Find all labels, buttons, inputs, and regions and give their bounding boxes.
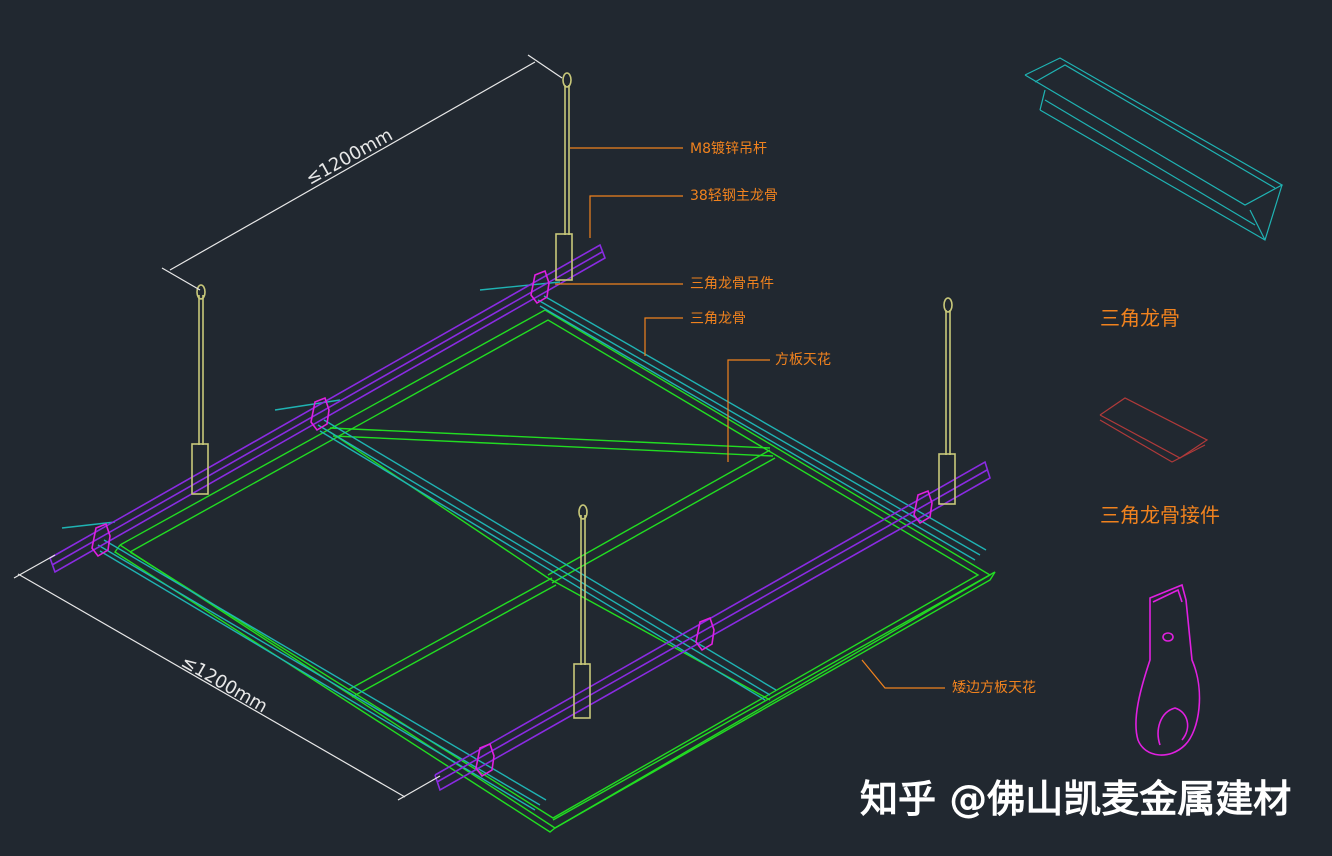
label-rod: M8镀锌吊杆 [690, 140, 767, 157]
label-main-keel: 38轻钢主龙骨 [690, 188, 778, 204]
hanging-rods [191, 72, 956, 719]
legend-connector-label: 三角龙骨接件 [1100, 503, 1220, 527]
legend-tri-keel-label: 三角龙骨 [1100, 306, 1180, 330]
dimension-left-text: ≤1200mm [178, 651, 272, 717]
legend-hanger-drawing [1135, 583, 1201, 756]
leader-lines [555, 147, 945, 689]
legend-tri-keel-drawing [1024, 57, 1284, 241]
triangle-keels [61, 281, 987, 811]
panel-grid [114, 309, 996, 833]
label-tri-keel: 三角龙骨 [690, 311, 746, 327]
label-panel: 方板天花 [775, 352, 831, 368]
label-edge-panel: 矮边方板天花 [952, 680, 1036, 696]
keel-hangers [91, 269, 933, 778]
dimension-lines [13, 54, 563, 801]
label-hanger: 三角龙骨吊件 [690, 276, 774, 292]
legend-connector-drawing [1099, 397, 1209, 463]
dimension-top-text: ≤1200mm [302, 124, 396, 189]
watermark-text: 知乎 @佛山凯麦金属建材 [860, 777, 1291, 821]
